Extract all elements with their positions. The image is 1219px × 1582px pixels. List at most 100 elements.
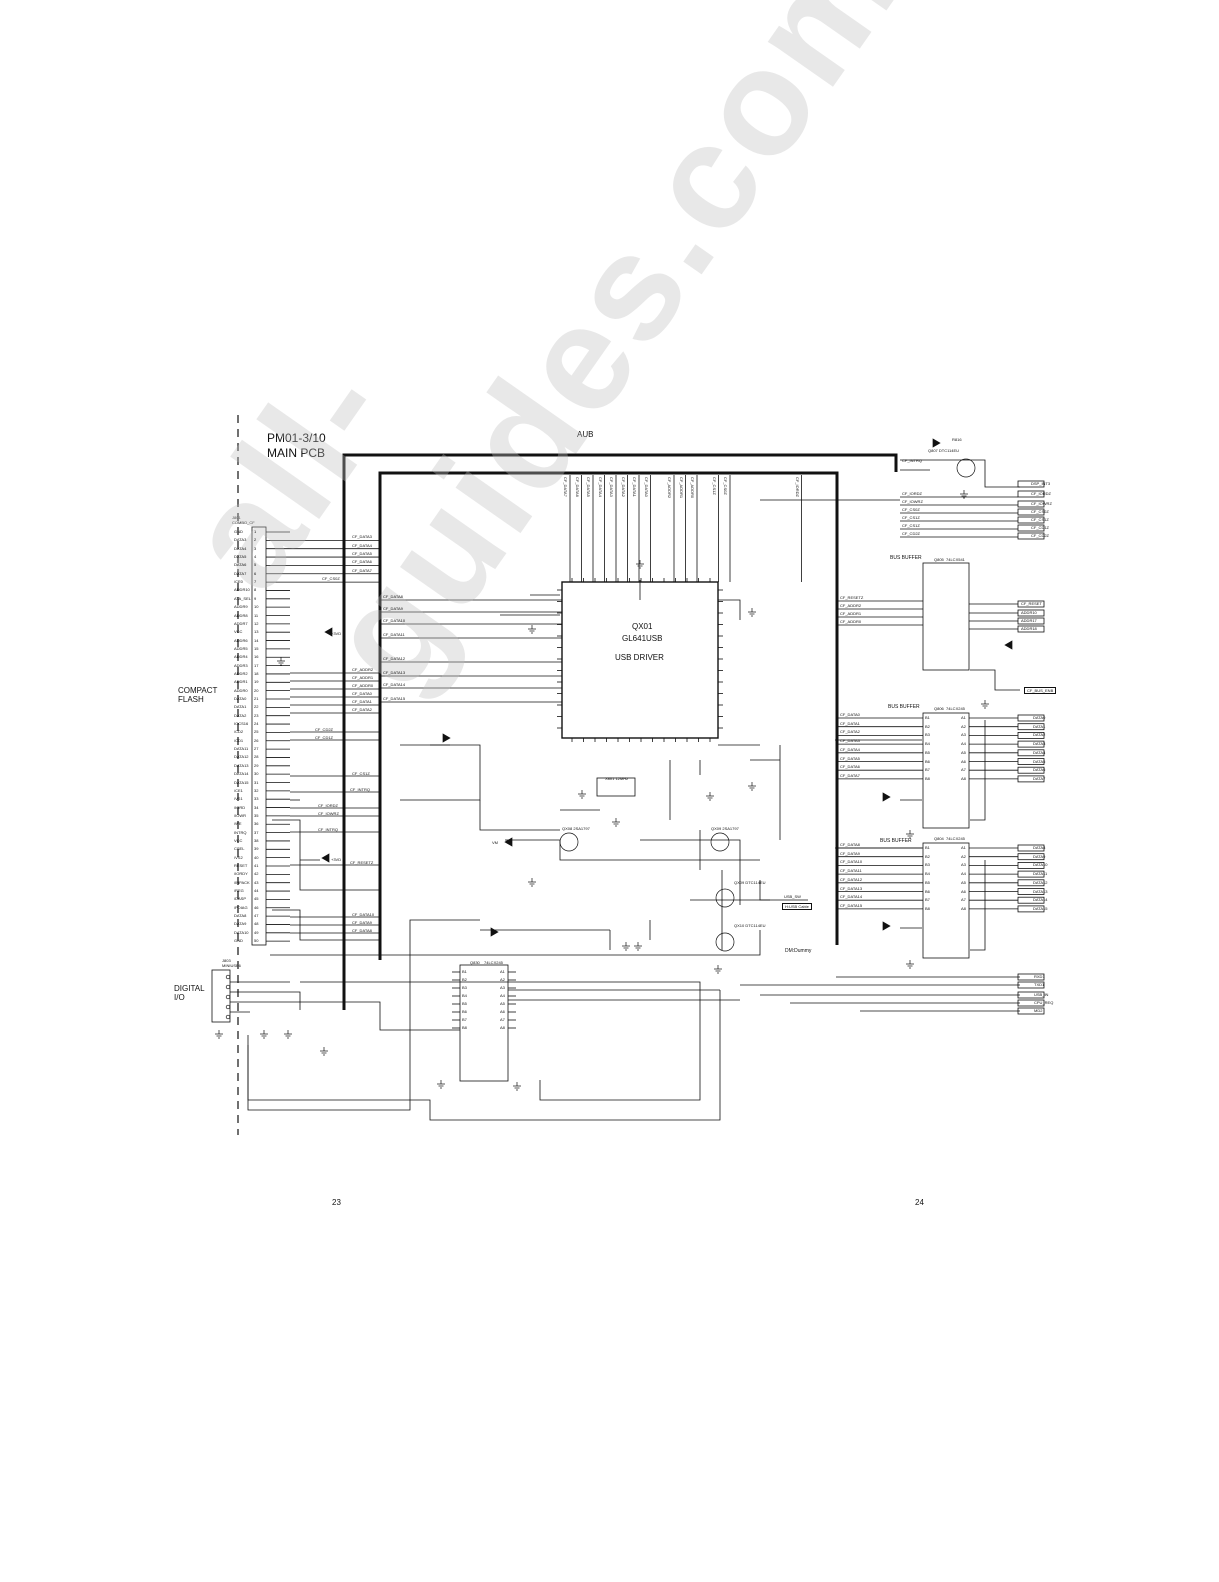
cf-pin-label: DATA1: [234, 704, 247, 710]
qx01-top-label: CF_ADDR2: [667, 477, 672, 499]
q805-out-label: ADDR10: [1021, 610, 1037, 615]
q804-pin-b: B4: [925, 871, 930, 877]
q806-pin-b: B1: [925, 715, 930, 720]
cf-pin-number: 30: [254, 771, 259, 777]
part-usb-sw: USB_SW: [784, 894, 801, 899]
cf-misc-label: CF_IOWRZ: [318, 811, 339, 816]
q806-pin-a: A5: [961, 749, 966, 755]
dio-pin: [225, 984, 231, 990]
cf-pin-label: DATA9: [234, 921, 247, 927]
supply-arrow: [882, 921, 891, 931]
output-box: [1017, 508, 1045, 516]
addr-net-label: CF_DATA2: [352, 707, 372, 712]
output-box: [1017, 500, 1045, 508]
q804-in-label: CF_DATA8: [840, 842, 860, 847]
qx01-top-label: CF_DATA6: [574, 477, 580, 497]
cf-misc-label: CF_CD1Z: [315, 735, 334, 740]
cf-pin-label: DATA8: [234, 913, 247, 919]
cf-misc-label: CF_INTRQ: [350, 787, 370, 792]
qx01-top-label: CF_ADDR0: [690, 477, 695, 499]
cf-pin-number: 25: [254, 729, 259, 735]
part-q807: Q807 DTC114EU: [928, 448, 960, 453]
dio-connector-part: MINIUSB6: [222, 963, 241, 968]
dio-out-label: MD2: [1034, 1008, 1043, 1013]
q806-out-label: DATA7: [1033, 775, 1046, 781]
q806-out-label: DATA0: [1033, 715, 1046, 720]
output-box: [1017, 480, 1045, 488]
q806-pin-b: B5: [925, 749, 930, 755]
q804-pin-b: B2: [925, 853, 930, 859]
cf-pin-number: 35: [254, 812, 259, 818]
cf-pin-label: ADDR4: [234, 654, 248, 660]
cf-pin-number: 48: [254, 921, 259, 927]
cf-pin-label: VCC: [234, 629, 243, 635]
q830-pin-a: A8: [500, 1025, 505, 1030]
transistor-symbol: [715, 888, 735, 908]
q806-in-label: CF_DATA7: [840, 772, 860, 778]
cf-pin-number: 13: [254, 629, 259, 635]
top-right-label: CF_CS1Z: [902, 515, 920, 520]
top-right-label: CF_CD2Z: [902, 531, 921, 536]
q804-out-label: DATA9: [1033, 853, 1046, 859]
q804-in-label: CF_DATA14: [840, 894, 863, 900]
cf-pin-label: /WE: [234, 821, 242, 827]
section-digital-io-1: DIGITAL: [174, 984, 205, 993]
cf-pin-label: DATA10: [234, 929, 249, 935]
cf-pin-number: 33: [254, 796, 259, 802]
lower-buffer-part: 74LCX245: [484, 960, 503, 965]
dio-connector-ref: J803: [222, 958, 231, 963]
q804-pin-b: B6: [925, 888, 930, 894]
cf-misc-label: CF_RESETZ: [350, 860, 374, 865]
cf-pin-label: /PDIAG: [234, 904, 248, 910]
cf-misc-label: CF_CS1Z: [352, 771, 370, 776]
cf-pin-number: 42: [254, 871, 259, 877]
cf-pin-number: 15: [254, 645, 259, 651]
cf-pin-label: IOCS16: [234, 721, 249, 727]
cf-pin-label: INTRQ: [234, 829, 247, 835]
q804-in-label: CF_DATA10: [840, 859, 863, 865]
dio-pin: [225, 1004, 231, 1010]
q830-pin-b: B7: [462, 1017, 467, 1022]
cf-pin-number: 49: [254, 929, 259, 935]
q830-pin-a: A6: [500, 1009, 505, 1014]
q805-in-label: CF_ADDR1: [840, 611, 862, 616]
usb-driver-label: USB DRIVER: [615, 653, 664, 662]
q806-pin-b: B3: [925, 732, 930, 738]
supply-arrow: [504, 837, 513, 847]
cf-pin-label: /CE1: [234, 787, 243, 793]
cf-pin-label: /VS1: [234, 796, 243, 802]
q830-pin-b: B6: [462, 1009, 467, 1014]
cf-pin-number: 27: [254, 746, 259, 752]
part-q810: QX10 DTC114EU: [734, 923, 766, 928]
dio-out-label: CPU_REQ: [1034, 1000, 1054, 1005]
supply-vm: VM: [492, 840, 498, 845]
q804-pin-a: A1: [961, 845, 966, 850]
q806-in-label: CF_DATA0: [840, 712, 860, 717]
bus-buffer-title-1: BUS BUFFER: [890, 555, 922, 561]
usb-driver-ref: QX01: [632, 622, 653, 631]
part-qx09b: QX09 DTC114EU: [734, 880, 766, 885]
cf-net-label: CF_CS0Z: [322, 576, 340, 582]
cf-pin-label: ADDR3: [234, 662, 248, 668]
q806-pin-b: B7: [925, 767, 930, 773]
q806-in-label: CF_DATA3: [840, 738, 860, 744]
page-number-right: 24: [915, 1198, 924, 1207]
part-usb-cable: H:USB Cable: [782, 903, 812, 910]
top-right-label: CF_IOWRZ: [902, 499, 923, 504]
q806-out-label: DATA3: [1033, 741, 1046, 747]
cf-pin-label: ADDR1: [234, 679, 248, 685]
cf-pin-number: 21: [254, 696, 259, 701]
supply-arrow: [932, 438, 941, 448]
addr-net-label: CF_ADDR1: [352, 675, 374, 680]
output-box: [1017, 524, 1045, 532]
supply-3vd-1: +3VD: [331, 631, 342, 636]
cf-pin-label: DATA7: [234, 570, 247, 576]
q804-pin-b: B3: [925, 862, 930, 868]
cf-pin-number: 16: [254, 654, 259, 660]
q806-in-label: CF_DATA6: [840, 764, 860, 770]
cf-pin-label: DATA5: [234, 554, 247, 560]
qx01-left-label: CF_DATA13: [383, 670, 406, 675]
cf-pin-number: 36: [254, 821, 259, 827]
q805-in-label: CF_RESETZ: [840, 595, 864, 600]
